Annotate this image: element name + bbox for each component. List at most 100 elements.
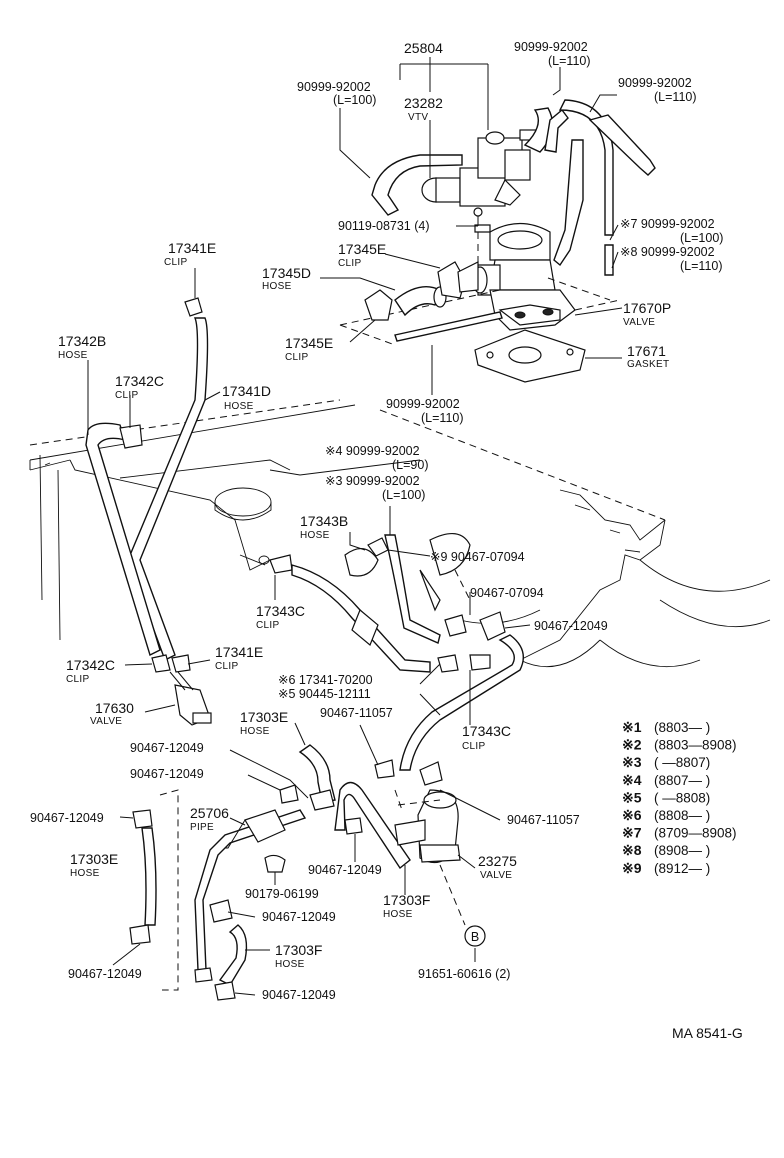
label-17343C-left-name: CLIP bbox=[256, 620, 279, 631]
label-note3-len: (L=100) bbox=[382, 488, 425, 502]
label-90467-12049-g: 90467-12049 bbox=[262, 988, 336, 1002]
label-90999-92002-mid: 90999-92002 bbox=[386, 397, 460, 411]
label-17341E-top-name: CLIP bbox=[164, 257, 187, 268]
label-23275-name: VALVE bbox=[480, 870, 512, 881]
label-17345E-low: 17345E bbox=[285, 335, 333, 351]
label-90999-92002-l110-b: 90999-92002 bbox=[618, 76, 692, 90]
label-17343B: 17343B bbox=[300, 513, 348, 529]
label-note4-90999-92002: ※4 90999-92002 bbox=[325, 444, 420, 458]
label-23282-name: VTV bbox=[408, 112, 428, 123]
label-90467-12049-right: 90467-12049 bbox=[534, 619, 608, 633]
label-90179-06199: 90179-06199 bbox=[245, 887, 319, 901]
label-17341E-low: 17341E bbox=[215, 644, 263, 660]
legend-range-4: (8807— ) bbox=[654, 773, 710, 788]
legend-range-9: (8912— ) bbox=[654, 861, 710, 876]
legend-mark-2: ※2 bbox=[622, 737, 642, 753]
label-17303F-low: 17303F bbox=[275, 942, 322, 958]
label-90467-11057-b: 90467-11057 bbox=[507, 813, 580, 827]
label-25706-name: PIPE bbox=[190, 822, 214, 833]
label-90467-11057-a: 90467-11057 bbox=[320, 706, 393, 720]
label-90467-12049-e: 90467-12049 bbox=[262, 910, 336, 924]
label-90467-12049-d: 90467-12049 bbox=[308, 863, 382, 877]
legend-mark-4: ※4 bbox=[622, 772, 642, 788]
label-90467-12049-a: 90467-12049 bbox=[130, 741, 204, 755]
label-90999-92002-l110-a: 90999-92002 bbox=[514, 40, 588, 54]
label-17345D: 17345D bbox=[262, 265, 311, 281]
label-17345E-top: 17345E bbox=[338, 241, 386, 257]
label-17345E-top-name: CLIP bbox=[338, 258, 361, 269]
left-hoses bbox=[85, 297, 212, 726]
label-90119-08731: 90119-08731 (4) bbox=[338, 219, 430, 233]
upper-hose-clips bbox=[364, 261, 503, 342]
circle-b-marker bbox=[464, 925, 486, 947]
label-17670P: 17670P bbox=[623, 300, 671, 316]
label-17342C-low-name: CLIP bbox=[66, 674, 89, 685]
label-90467-12049-f: 90467-12049 bbox=[68, 967, 142, 981]
label-note3-90999-92002: ※3 90999-92002 bbox=[325, 474, 420, 488]
legend: ※1 (8803— ) ※2 (8803—8908) ※3 ( —8807) ※4 (8807… bbox=[622, 719, 737, 876]
leader-lines bbox=[87, 67, 623, 996]
label-17671: 17671 bbox=[627, 343, 666, 359]
label-note8-90999-92002: ※8 90999-92002 bbox=[620, 245, 715, 259]
label-25706: 25706 bbox=[190, 805, 229, 821]
label-90999-92002-l110-a-len: (L=110) bbox=[548, 54, 591, 68]
label-17341D: 17341D bbox=[222, 383, 271, 399]
legend-mark-9: ※9 bbox=[622, 860, 642, 876]
label-17303E-top-name: HOSE bbox=[240, 726, 270, 737]
label-90999-92002-mid-len: (L=110) bbox=[421, 411, 464, 425]
label-note7-90999-92002: ※7 90999-92002 bbox=[620, 217, 715, 231]
label-17343C-right: 17343C bbox=[462, 723, 511, 739]
label-17303F-low-name: HOSE bbox=[275, 959, 305, 970]
legend-range-6: (8808— ) bbox=[654, 808, 710, 823]
label-23282: 23282 bbox=[404, 95, 443, 111]
egr-gasket bbox=[474, 329, 586, 383]
label-note8-len: (L=110) bbox=[680, 259, 723, 273]
legend-range-8: (8908— ) bbox=[654, 843, 710, 858]
vtv-assembly bbox=[339, 57, 656, 276]
label-17342C-top-name: CLIP bbox=[115, 390, 138, 401]
label-17343C-right-name: CLIP bbox=[462, 741, 485, 752]
label-17630-name: VALVE bbox=[90, 716, 122, 727]
legend-range-1: (8803— ) bbox=[654, 720, 710, 735]
label-17342C-top: 17342C bbox=[115, 373, 164, 389]
label-90467-12049-c: 90467-12049 bbox=[30, 811, 104, 825]
legend-mark-1: ※1 bbox=[622, 719, 642, 735]
label-17630: 17630 bbox=[95, 700, 134, 716]
diagram-code: MA 8541-G bbox=[672, 1025, 743, 1041]
label-17303E-top: 17303E bbox=[240, 709, 288, 725]
label-17341D-name: HOSE bbox=[224, 401, 254, 412]
label-17303E-left-name: HOSE bbox=[70, 868, 100, 879]
label-25804: 25804 bbox=[404, 40, 443, 56]
legend-mark-3: ※3 bbox=[622, 754, 642, 770]
label-17303F-right: 17303F bbox=[383, 892, 430, 908]
part-labels: 25804 90999-92002 (L=100) 23282 VTV 9099… bbox=[30, 40, 723, 1002]
legend-range-3: ( —8807) bbox=[654, 755, 710, 770]
label-note6-17341-70200: ※6 17341-70200 bbox=[278, 673, 373, 687]
middle-hoses bbox=[269, 533, 524, 771]
label-17670P-name: VALVE bbox=[623, 317, 655, 328]
label-17342C-low: 17342C bbox=[66, 657, 115, 673]
label-90999-92002-l100-top: 90999-92002 bbox=[297, 80, 371, 94]
label-note4-len: (L=90) bbox=[392, 458, 428, 472]
legend-mark-7: ※7 bbox=[622, 825, 642, 841]
legend-mark-5: ※5 bbox=[622, 789, 642, 805]
label-90467-12049-b: 90467-12049 bbox=[130, 767, 204, 781]
label-17342B: 17342B bbox=[58, 333, 106, 349]
legend-mark-6: ※6 bbox=[622, 807, 642, 823]
label-90999-92002-l110-b-len: (L=110) bbox=[654, 90, 697, 104]
egr-valve-body bbox=[339, 207, 621, 346]
label-note9-90467-07094: ※9 90467-07094 bbox=[430, 550, 525, 564]
label-17343C-left: 17343C bbox=[256, 603, 305, 619]
legend-range-2: (8803—8908) bbox=[654, 738, 737, 753]
label-17341E-top: 17341E bbox=[168, 240, 216, 256]
legend-range-7: (8709—8908) bbox=[654, 826, 737, 841]
label-17303F-right-name: HOSE bbox=[383, 909, 413, 920]
circle-b-label: B bbox=[471, 930, 479, 944]
label-90467-07094: 90467-07094 bbox=[470, 586, 544, 600]
label-23275: 23275 bbox=[478, 853, 517, 869]
label-17345E-low-name: CLIP bbox=[285, 352, 308, 363]
label-17341E-low-name: CLIP bbox=[215, 661, 238, 672]
label-17671-name: GASKET bbox=[627, 359, 669, 370]
label-17342B-name: HOSE bbox=[58, 350, 88, 361]
